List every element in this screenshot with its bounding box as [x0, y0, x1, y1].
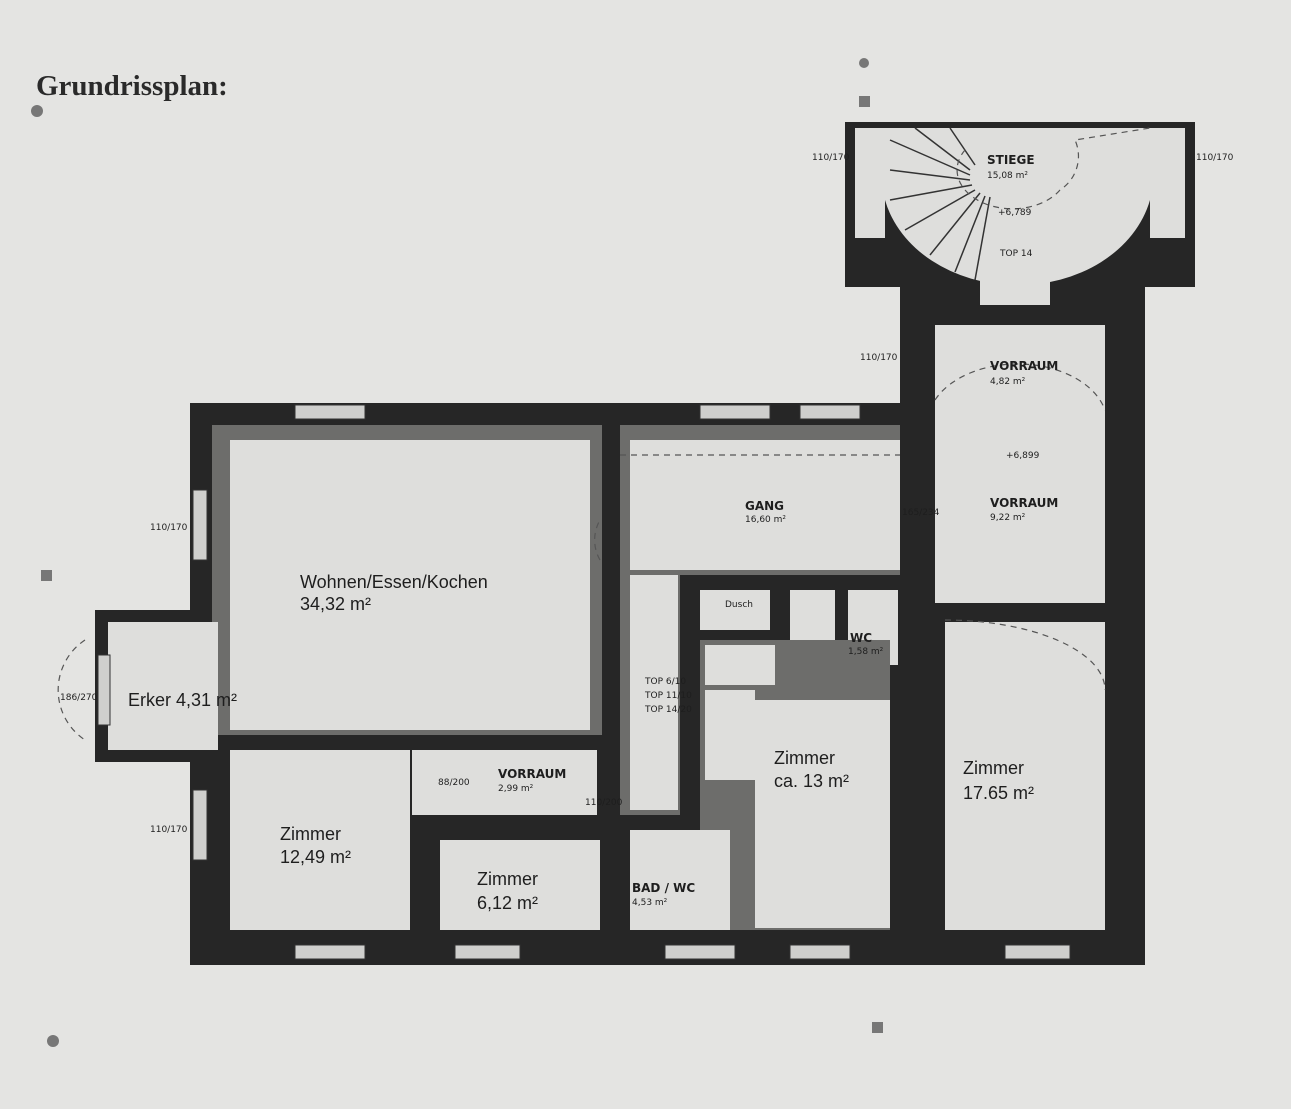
window-dimension: 110/170: [860, 353, 898, 363]
zimmer-1249-name: Zimmer: [280, 824, 341, 844]
zimmer-1765-area: 17.65 m²: [963, 783, 1034, 803]
wc-name: WC: [850, 631, 872, 645]
shaft-label: TOP 11/10: [644, 691, 692, 701]
vorraum-mid-area: 9,22 m²: [990, 513, 1026, 523]
walls: [57, 305, 1145, 965]
erker-window-dimension: 186/270: [60, 693, 98, 703]
zimmer-1765-name: Zimmer: [963, 758, 1024, 778]
zimmer-1249-area: 12,49 m²: [280, 847, 351, 867]
plan-title: Grundrissplan:: [36, 70, 228, 102]
door-dimension: 165/234: [902, 508, 940, 518]
stiege-top: TOP 14: [999, 249, 1033, 259]
stair-tower: [845, 122, 1195, 315]
erker-label: Erker 4,31 m²: [128, 690, 237, 710]
wohnen-area: 34,32 m²: [300, 594, 371, 614]
wohnen-name: Wohnen/Essen/Kochen: [300, 572, 488, 592]
door-dimension: 88/200: [438, 778, 470, 788]
gang-area: 16,60 m²: [745, 515, 786, 525]
window-dimension: 110/170: [150, 523, 188, 533]
stiege-area: 15,08 m²: [987, 171, 1028, 181]
shaft-label: TOP 14/20: [644, 705, 692, 715]
vorraum-top-area: 4,82 m²: [990, 377, 1026, 387]
marker-dot: [859, 58, 869, 68]
dusch-label: Dusch: [725, 600, 753, 610]
room-labels: STIEGE 15,08 m² +6,789 TOP 14 VORRAUM 4,…: [60, 153, 1234, 913]
zimmer-612-name: Zimmer: [477, 869, 538, 889]
vorraum-small-name: VORRAUM: [498, 767, 566, 781]
window-dimension: 110/170: [812, 153, 850, 163]
window-dimension: 110/170: [150, 825, 188, 835]
vorraum-small-area: 2,99 m²: [498, 784, 534, 794]
gang-name: GANG: [745, 499, 784, 513]
bad-name: BAD / WC: [632, 881, 695, 895]
stiege-name: STIEGE: [987, 153, 1035, 167]
vorraum-top-name: VORRAUM: [990, 359, 1058, 373]
zimmer-612-area: 6,12 m²: [477, 893, 538, 913]
marker-dot: [31, 105, 43, 117]
zimmer-13-area: ca. 13 m²: [774, 771, 849, 791]
marker-square: [859, 96, 870, 107]
window-dimension: 110/170: [1196, 153, 1234, 163]
vorraum-mid-level: +6,899: [1006, 451, 1040, 461]
vorraum-mid-name: VORRAUM: [990, 496, 1058, 510]
marker-square: [872, 1022, 883, 1033]
shaft-label: TOP 6/10: [644, 677, 686, 687]
door-dimension: 110/200: [585, 798, 623, 808]
marker-square: [41, 570, 52, 581]
zimmer-13-name: Zimmer: [774, 748, 835, 768]
stiege-level: +6,789: [998, 208, 1032, 218]
wc-area: 1,58 m²: [848, 647, 884, 657]
bad-area: 4,53 m²: [632, 898, 668, 908]
marker-dot: [47, 1035, 59, 1047]
